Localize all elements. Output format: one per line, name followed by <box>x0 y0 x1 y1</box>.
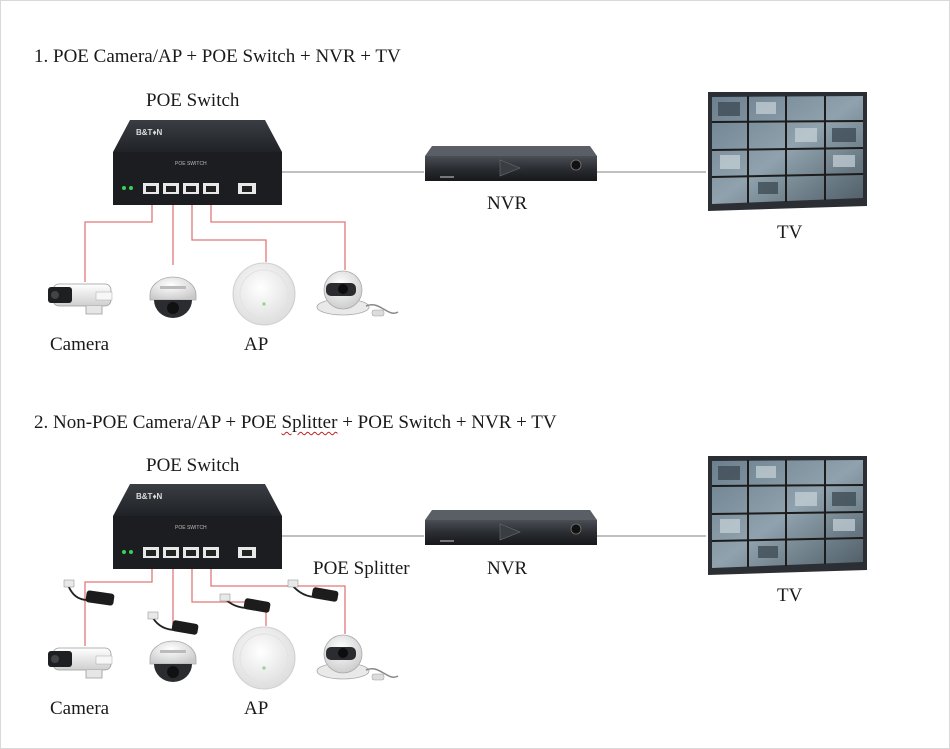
section-1-diagram: B&T♦N POE SWITCH <box>48 92 867 326</box>
section-2-camera-label: Camera <box>50 698 110 719</box>
poe-splitter-2 <box>147 611 199 635</box>
dome-camera-2 <box>149 640 197 682</box>
access-point <box>232 262 296 326</box>
section-1-ap-label: AP <box>244 334 269 355</box>
section-1-tv-label: TV <box>777 222 803 243</box>
poe-link-camera <box>84 193 153 282</box>
section-2-heading-spellcheck-word: Splitter <box>281 412 338 433</box>
section-1-switch-label: POE Switch <box>146 90 240 111</box>
bullet-camera <box>48 283 113 315</box>
turret-camera <box>316 270 399 317</box>
switch-model-2: POE SWITCH <box>175 525 207 531</box>
poe-splitter-1 <box>63 579 115 606</box>
access-point-2 <box>232 626 296 690</box>
poe-switch: B&T♦N POE SWITCH <box>113 120 282 205</box>
poe-links-2 <box>84 557 346 646</box>
section-2-heading-prefix: 2. Non-POE Camera/AP + POE <box>34 412 282 433</box>
switch-brand: B&T♦N <box>136 128 163 137</box>
section-1-heading: 1. POE Camera/AP + POE Switch + NVR + TV <box>34 46 401 67</box>
section-2-tv-label: TV <box>777 585 803 606</box>
poe-links <box>84 193 346 282</box>
poe-splitters <box>63 579 339 635</box>
poe-link-turret <box>210 193 346 270</box>
section-2-nvr-label: NVR <box>487 558 528 579</box>
poe-link-camera-2 <box>84 557 153 646</box>
poe-splitter-3 <box>219 593 271 613</box>
poe-switch-2: B&T♦N POE SWITCH <box>113 484 282 569</box>
turret-camera-2 <box>316 634 399 681</box>
dome-camera <box>149 276 197 318</box>
section-2-heading-suffix: + POE Switch + NVR + TV <box>337 412 557 433</box>
poe-splitter-4 <box>287 579 339 602</box>
section-1-nvr-label: NVR <box>487 193 528 214</box>
tv-wall-2 <box>708 456 867 575</box>
section-2-switch-label: POE Switch <box>146 455 240 476</box>
nvr-device-2 <box>425 510 597 545</box>
section-1-camera-label: Camera <box>50 334 110 355</box>
section-2-diagram: B&T♦N POE SWITCH <box>48 456 867 690</box>
section-2-ap-label: AP <box>244 698 269 719</box>
switch-brand-2: B&T♦N <box>136 492 163 501</box>
poe-link-turret-2 <box>210 557 346 634</box>
section-2-splitter-label: POE Splitter <box>313 558 410 579</box>
switch-model: POE SWITCH <box>175 161 207 167</box>
nvr-device <box>425 146 597 181</box>
poe-link-ap <box>191 193 267 262</box>
section-2-heading: 2. Non-POE Camera/AP + POE Splitter + PO… <box>34 412 557 434</box>
tv-wall <box>708 92 867 211</box>
bullet-camera-2 <box>48 647 113 679</box>
